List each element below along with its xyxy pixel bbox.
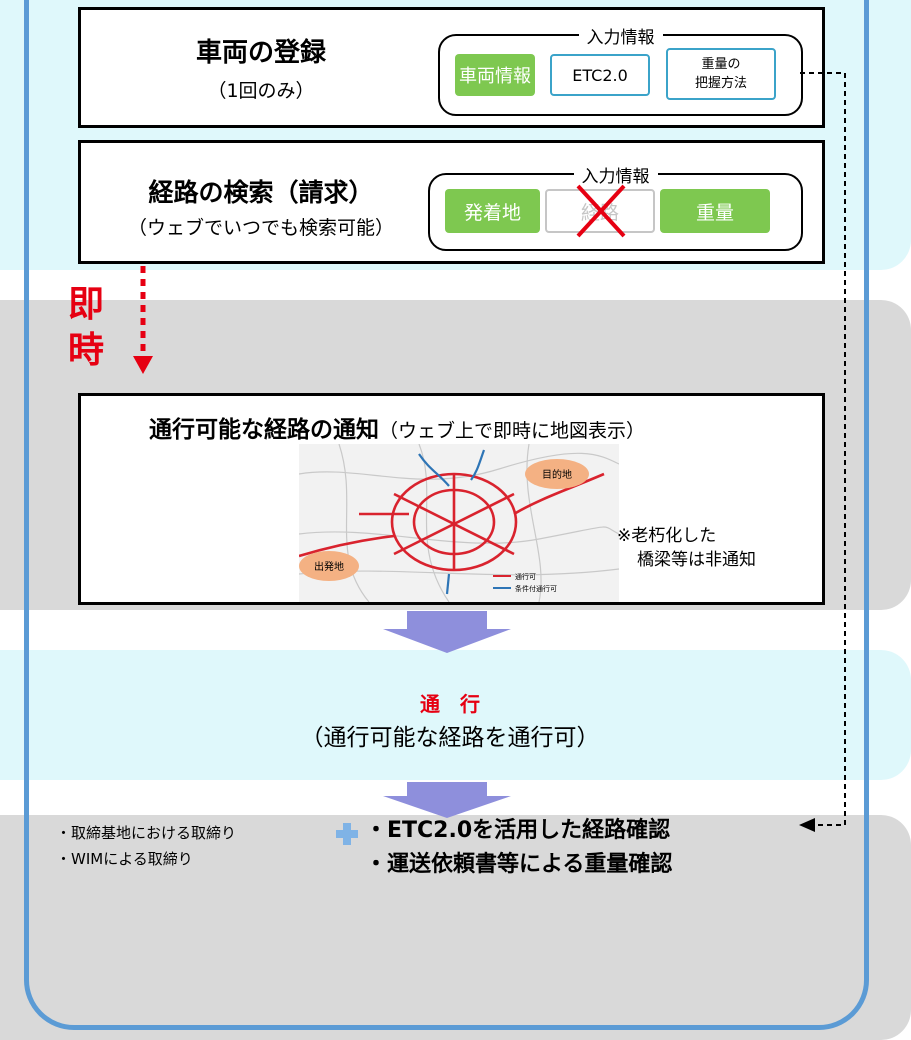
note-line-2: 橋梁等は非通知	[637, 550, 756, 570]
passage-title: 通 行	[420, 692, 480, 716]
cross-mark-icon	[576, 184, 626, 238]
enforcement-right-list: ・ETC2.0を活用した経路確認 ・運送依頼書等による重量確認	[365, 814, 672, 882]
legend-passable-label: 通行可	[515, 572, 536, 581]
immediate-char-1: 即	[68, 284, 105, 325]
notification-heading: 通行可能な経路の通知（ウェブ上で即時に地図表示）	[149, 410, 645, 444]
chip-route-disabled: 経路	[545, 189, 655, 233]
enforcement-section-band	[0, 815, 911, 1040]
registration-subtitle: （1回のみ）	[207, 80, 315, 102]
route-search-box: 経路の検索（請求） （ウェブでいつでも検索可能） 入力情報 発着地 経路 重量	[78, 140, 825, 264]
registration-title: 車両の登録	[195, 38, 326, 68]
immediate-label: 即 時	[68, 282, 104, 374]
flow-frame	[24, 0, 869, 1030]
dashed-connector-arrow	[799, 72, 846, 832]
map-destination-label: 目的地	[542, 468, 572, 481]
map-origin-label: 出発地	[314, 560, 344, 573]
enforcement-item-wim: ・WIMによる取締り	[56, 850, 193, 868]
chip-etc2: ETC2.0	[550, 54, 650, 96]
dotted-down-arrow-icon	[133, 266, 153, 374]
vehicle-registration-box: 車両の登録 （1回のみ） 入力情報 車両情報 ETC2.0 重量の 把握方法	[78, 7, 825, 128]
down-arrow-1-icon	[383, 611, 511, 653]
chip-weight-method-line1: 重量の	[701, 57, 741, 72]
immediate-char-2: 時	[68, 330, 105, 371]
chip-weight-method: 重量の 把握方法	[666, 48, 776, 100]
enforcement-item-base: ・取締基地における取締り	[56, 824, 237, 842]
note-line-1: ※老朽化した	[617, 526, 717, 546]
route-search-title: 経路の検索（請求）	[148, 178, 374, 207]
chip-weight: 重量	[660, 189, 770, 233]
chip-weight-method-line2: 把握方法	[694, 76, 747, 91]
notification-title: 通行可能な経路の通知	[149, 417, 379, 443]
down-arrow-2-icon	[383, 782, 511, 818]
enforcement-item-weight: ・運送依頼書等による重量確認	[365, 852, 673, 877]
chip-vehicle-info: 車両情報	[455, 54, 535, 96]
route-search-subtitle: （ウェブでいつでも検索可能）	[127, 217, 394, 239]
passage-subtitle: （通行可能な経路を通行可）	[300, 725, 600, 751]
registration-input-label: 入力情報	[578, 23, 663, 48]
notification-note: ※老朽化した 橋梁等は非通知	[617, 524, 756, 572]
route-map: 目的地 出発地 通行可 条件付通行可	[299, 444, 619, 602]
chip-origin-destination: 発着地	[445, 189, 540, 233]
legend-conditional-label: 条件付通行可	[515, 584, 557, 593]
route-input-label: 入力情報	[573, 162, 658, 187]
notification-title-note: （ウェブ上で即時に地図表示）	[379, 420, 646, 442]
plus-icon	[336, 823, 358, 845]
enforcement-item-etc-route: ・ETC2.0を活用した経路確認	[365, 818, 671, 843]
route-notification-box: 通行可能な経路の通知（ウェブ上で即時に地図表示） 目的地	[78, 393, 825, 605]
passage-section-band	[0, 650, 911, 780]
route-input-group: 入力情報 発着地 経路 重量	[428, 162, 803, 251]
registration-input-group: 入力情報 車両情報 ETC2.0 重量の 把握方法	[438, 23, 803, 116]
enforcement-left-list: ・取締基地における取締り ・WIMによる取締り	[56, 820, 236, 872]
